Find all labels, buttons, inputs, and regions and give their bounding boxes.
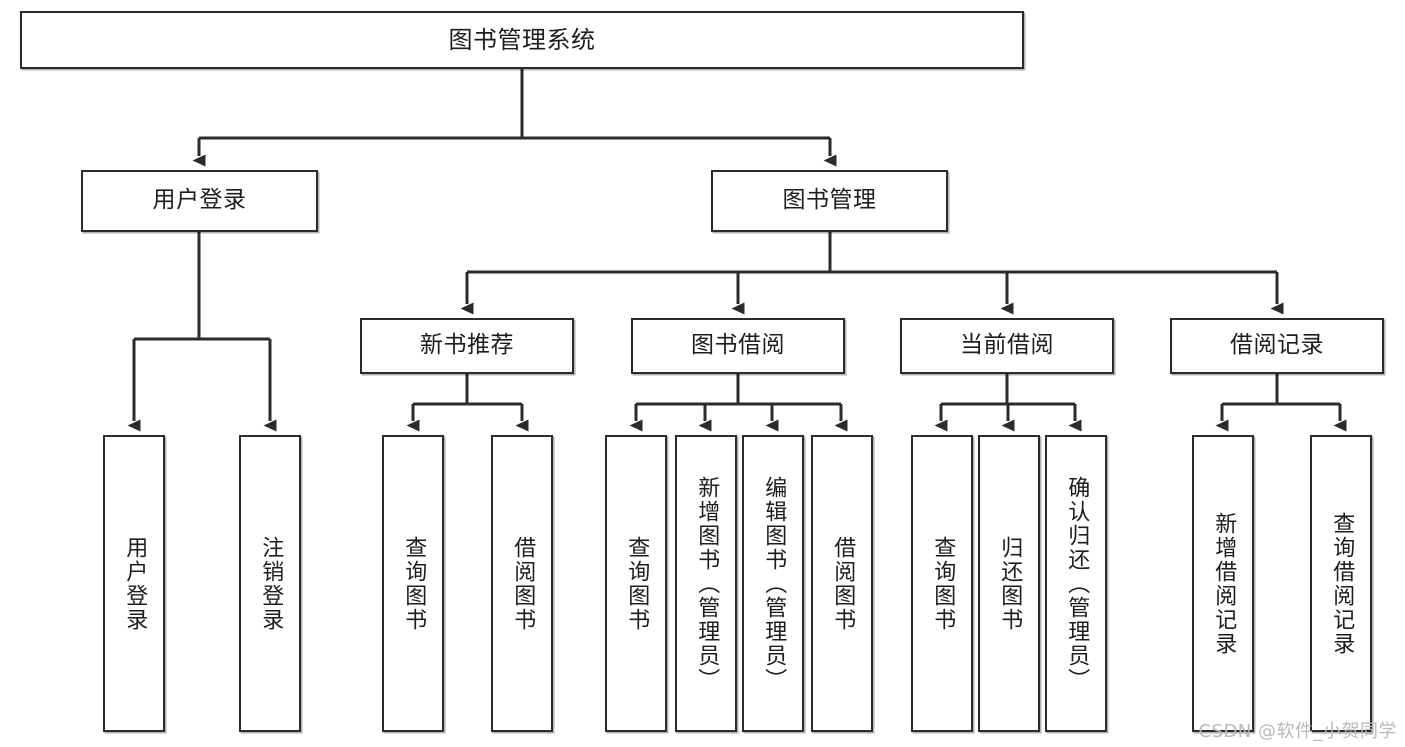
node-label: 图书借阅 [691,332,785,359]
leaf-user-login-login[interactable]: 用户登录 [103,435,165,732]
node-label: 借阅图书 [510,535,536,632]
node-user-login[interactable]: 用户登录 [81,170,318,232]
node-label: 编辑图书（管理员） [761,475,787,692]
leaf-borrow-record-query[interactable]: 查询借阅记录 [1310,435,1372,732]
leaf-book-borrow-borrow[interactable]: 借阅图书 [811,435,873,732]
leaf-borrow-record-add[interactable]: 新增借阅记录 [1192,435,1254,732]
leaf-current-borrow-return[interactable]: 归还图书 [978,435,1040,732]
leaf-book-borrow-edit[interactable]: 编辑图书（管理员） [742,435,804,732]
node-label: 借阅图书 [830,535,856,632]
node-label: 当前借阅 [960,332,1054,359]
node-label: 图书管理系统 [448,25,596,54]
leaf-current-borrow-query[interactable]: 查询图书 [911,435,973,732]
node-label: 新增借阅记录 [1211,511,1237,656]
leaf-new-book-borrow[interactable]: 借阅图书 [491,435,553,732]
node-new-book-recommend[interactable]: 新书推荐 [360,318,574,374]
node-label: 查询图书 [624,535,650,632]
leaf-new-book-query[interactable]: 查询图书 [382,435,444,732]
node-label: 新增图书（管理员） [694,475,720,692]
node-label: 用户登录 [152,187,247,214]
node-label: 新书推荐 [420,332,514,359]
leaf-book-borrow-add[interactable]: 新增图书（管理员） [675,435,737,732]
leaf-user-login-logout[interactable]: 注销登录 [239,435,301,732]
leaf-current-borrow-confirm-return[interactable]: 确认归还（管理员） [1045,435,1107,732]
node-current-borrow[interactable]: 当前借阅 [900,318,1114,374]
node-label: 归还图书 [997,535,1023,632]
node-label: 查询图书 [401,535,427,632]
node-label: 用户登录 [122,535,148,632]
node-label: 查询借阅记录 [1329,511,1355,656]
node-label: 确认归还（管理员） [1064,475,1090,692]
node-book-management[interactable]: 图书管理 [711,170,948,232]
node-borrow-record[interactable]: 借阅记录 [1170,318,1384,374]
leaf-book-borrow-query[interactable]: 查询图书 [605,435,667,732]
node-label: 查询图书 [930,535,956,632]
node-label: 图书管理 [782,187,877,214]
node-book-borrow[interactable]: 图书借阅 [631,318,845,374]
node-label: 注销登录 [258,535,284,632]
node-book-management-system[interactable]: 图书管理系统 [20,11,1024,69]
node-label: 借阅记录 [1230,332,1324,359]
